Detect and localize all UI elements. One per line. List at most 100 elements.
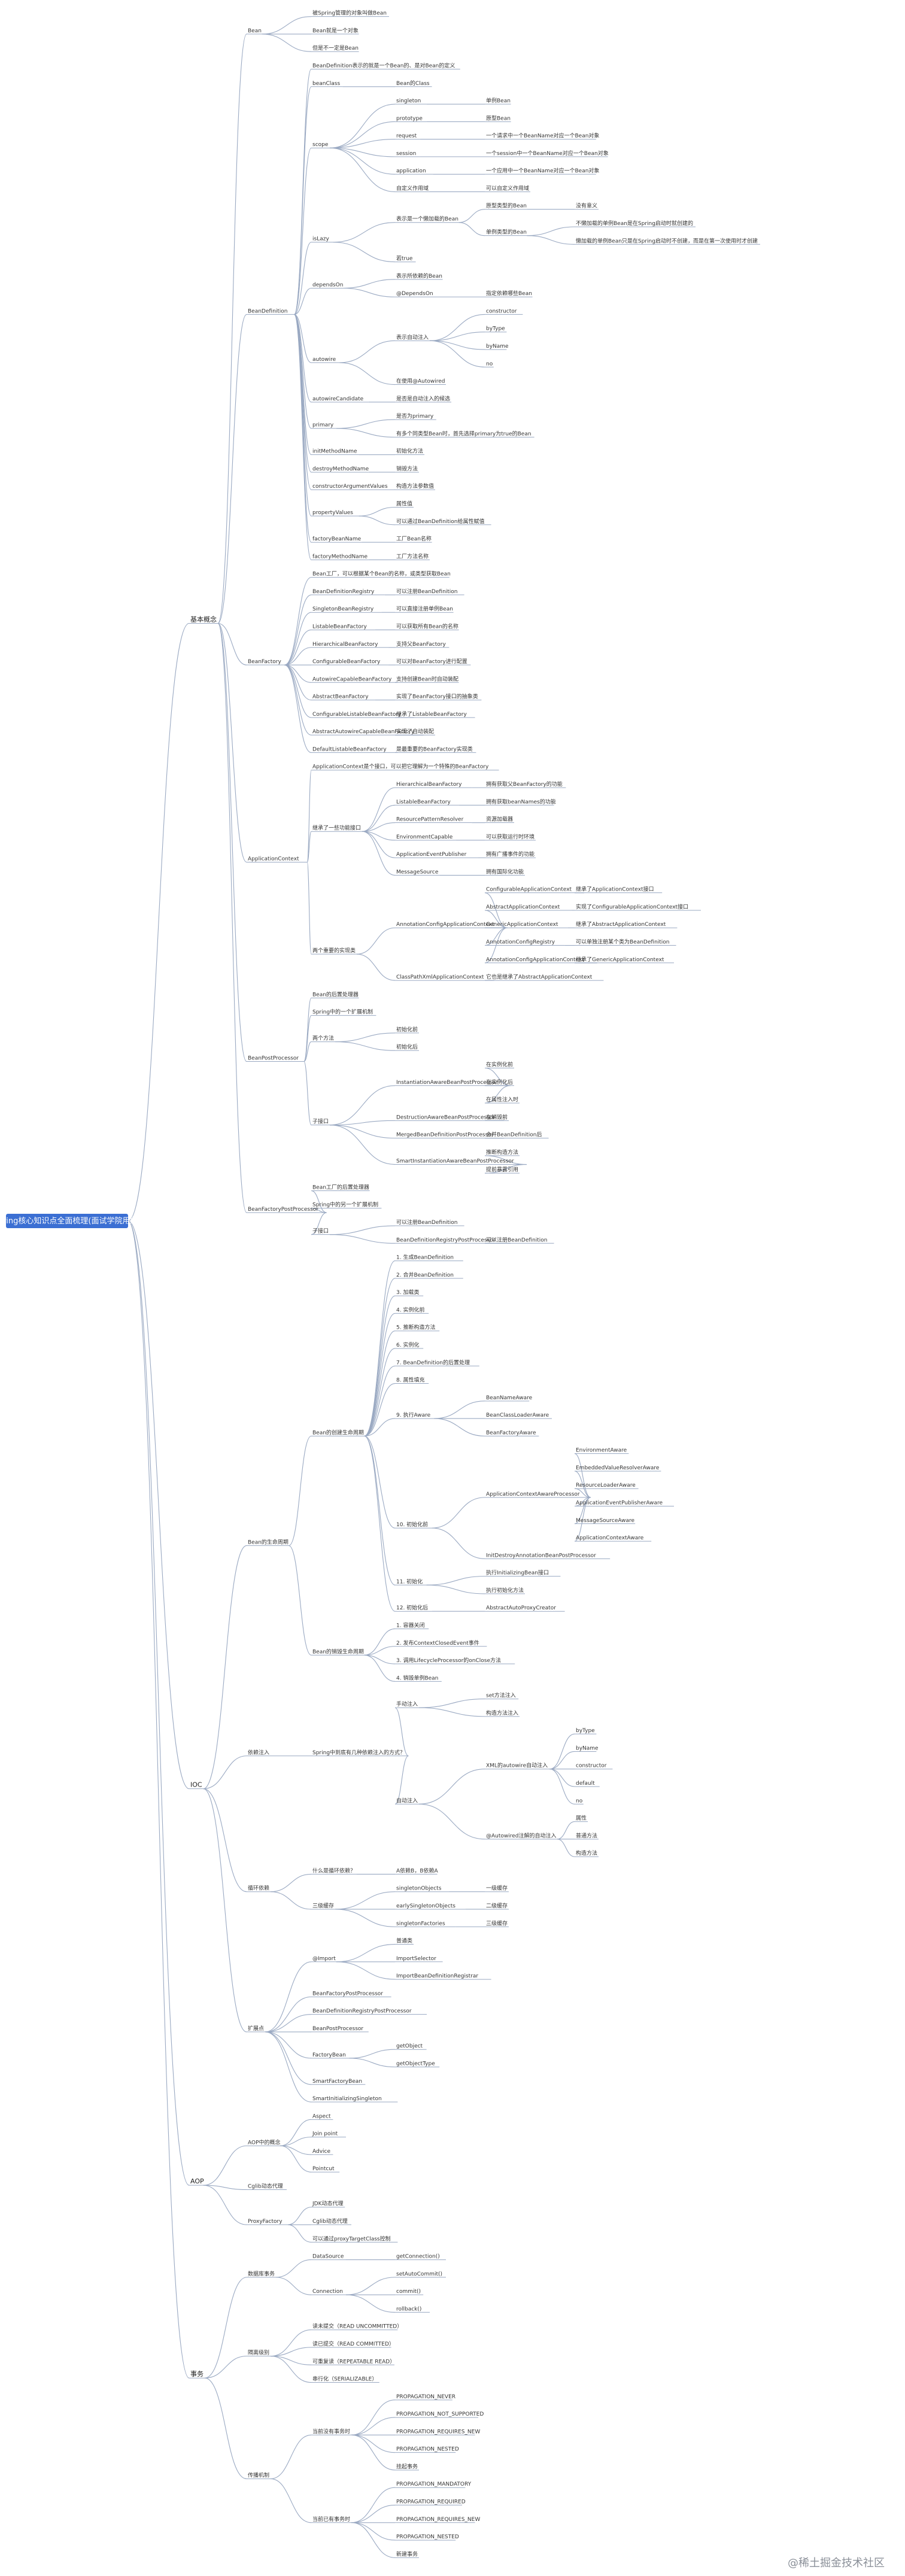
node-label[interactable]: 初始化前 [396,1026,418,1033]
node-label[interactable]: no [576,1798,583,1804]
node-label[interactable]: 两个重要的实现类 [312,947,356,954]
node-label[interactable]: setAutoCommit() [396,2271,442,2277]
node-label[interactable]: 拥有获取beanNames的功能 [486,798,556,805]
node-label[interactable]: 5. 推断构造方法 [396,1324,435,1331]
node-label[interactable]: session [396,151,416,157]
node-label[interactable]: 工厂Bean名称 [396,535,432,542]
node-label[interactable]: set方法注入 [486,1692,516,1699]
node-label[interactable]: 隔离级别 [248,2349,269,2356]
node-label[interactable]: getObject [396,2043,423,2049]
node-label[interactable]: 可以单独注册某个类为BeanDefinition [576,938,670,946]
node-label[interactable]: HierarchicalBeanFactory [396,782,462,788]
node-label[interactable]: 在销毁前 [486,1113,508,1120]
node-label[interactable]: Spring中的一个扩展机制 [312,1008,373,1016]
node-label[interactable]: BeanNameAware [486,1395,533,1401]
node-label[interactable]: ApplicationContext [248,856,299,862]
node-label[interactable]: Aspect [312,2113,331,2119]
node-label[interactable]: 传播机制 [248,2472,269,2479]
node-label[interactable]: 初始化方法 [396,448,423,455]
node-label[interactable]: 一个session中一个BeanName对应一个Bean对象 [486,150,609,157]
node-label[interactable]: byType [576,1728,595,1734]
node-label[interactable]: 推断构造方法 [486,1149,518,1156]
node-label[interactable]: AOP中的概念 [248,2138,281,2146]
node-label[interactable]: primary [312,423,334,429]
node-label[interactable]: 可以注册BeanDefinition [396,1219,458,1226]
node-label[interactable]: 有多个同类型Bean时，首先选择primary为true的Bean [396,430,532,437]
node-label[interactable]: ListableBeanFactory [312,624,367,630]
node-label[interactable]: 两个方法 [312,1035,334,1042]
node-label[interactable]: 可以通过proxyTargetClass控制 [312,2235,391,2242]
node-label[interactable]: 数据库事务 [248,2270,275,2277]
root-node[interactable]: Spring核心知识点全面梳理(面试学院用版) [0,1214,141,1228]
node-label[interactable]: 表示是一个懒加载的Bean [396,215,458,223]
node-label[interactable]: Bean的创建生命周期 [312,1429,364,1436]
node-label[interactable]: ListableBeanFactory [396,799,451,805]
node-label[interactable]: PROPAGATION_REQUIRED [396,2499,466,2505]
node-label[interactable]: getConnection() [396,2254,440,2260]
node-label[interactable]: Bean的Class [396,80,430,87]
node-label[interactable]: isLazy [312,236,329,242]
node-label[interactable]: 拥有广播事件的功能 [486,850,535,858]
node-label[interactable]: 表示自动注入 [396,333,429,341]
node-label[interactable]: 拥有获取父BeanFactory的功能 [486,780,563,788]
node-label[interactable]: byName [576,1745,599,1751]
node-label[interactable]: BeanFactoryPostProcessor [312,1991,383,1997]
node-label[interactable]: BeanDefinition表示的就是一个Bean的、是对Bean的定义 [312,62,455,69]
node-label[interactable]: propertyValues [312,510,353,516]
node-label[interactable]: 初始化后 [396,1043,418,1050]
node-label[interactable]: destroyMethodName [312,466,369,472]
node-label[interactable]: autowireCandidate [312,396,364,402]
node-label[interactable]: 在使用@Autowired [396,378,445,385]
node-label[interactable]: earlySingletonObjects [396,1903,455,1909]
node-label[interactable]: SingletonBeanRegistry [312,606,374,612]
node-label[interactable]: EnvironmentCapable [396,834,453,840]
node-label[interactable]: 没有意义 [576,202,597,209]
node-label[interactable]: 构造方法参数值 [396,482,434,490]
node-label[interactable]: 实现了ConfigurableApplicationContext接口 [576,903,688,910]
node-label[interactable]: 原型类型的Bean [486,202,527,209]
node-label[interactable]: 支持创建Bean时自动装配 [396,675,458,682]
node-label[interactable]: 在属性注入时 [486,1096,518,1103]
node-label[interactable]: ImportBeanDefinitionRegistrar [396,1973,478,1979]
node-label[interactable]: AbstractAutoProxyCreator [486,1605,556,1611]
node-label[interactable]: 扩展点 [248,2025,264,2032]
node-label[interactable]: 在实例化后 [486,1079,513,1086]
node-label[interactable]: 若true [396,255,413,262]
node-label[interactable]: 工厂方法名称 [396,552,429,560]
node-label[interactable]: request [396,133,417,139]
node-label[interactable]: 是最重要的BeanFactory实现类 [396,745,473,752]
node-label[interactable]: DefaultListableBeanFactory [312,746,387,752]
node-label[interactable]: BeanFactoryPostProcessor [248,1207,318,1213]
node-label[interactable]: PROPAGATION_MANDATORY [396,2481,472,2487]
node-label[interactable]: FactoryBean [312,2052,346,2058]
node-label[interactable]: 可以注册BeanDefinition [486,1236,548,1243]
node-label[interactable]: 可重复读（REPEATABLE READ） [312,2358,395,2365]
node-label[interactable]: autowire [312,357,336,363]
node-label[interactable]: 4. 实例化前 [396,1306,424,1313]
node-label[interactable]: getObjectType [396,2061,435,2067]
node-label[interactable]: 可以注册BeanDefinition [396,588,458,595]
branch-node-label[interactable]: IOC [190,1781,202,1789]
node-label[interactable]: JDK动态代理 [312,2200,344,2207]
node-label[interactable]: 单例Bean [486,97,511,104]
node-label[interactable]: 不懒加载的单例Bean是在Spring启动时就创建的 [576,220,693,227]
node-label[interactable]: factoryBeanName [312,536,362,542]
node-label[interactable]: 继承了GenericApplicationContext [576,956,664,963]
node-label[interactable]: 但是不一定是Bean [312,44,359,51]
node-label[interactable]: Bean [248,28,262,34]
node-label[interactable]: BeanDefinitionRegistry [312,589,375,595]
node-label[interactable]: 一个请求中一个BeanName对应一个Bean对象 [486,132,599,139]
node-label[interactable]: 继承了ListableBeanFactory [396,710,467,718]
node-label[interactable]: 一个应用中一个BeanName对应一个Bean对象 [486,167,599,174]
node-label[interactable]: Bean的生命周期 [248,1538,288,1545]
node-label[interactable]: beanClass [312,81,340,87]
node-label[interactable]: DataSource [312,2254,344,2260]
node-label[interactable]: 指定依赖哪些Bean [486,290,532,297]
node-label[interactable]: constructor [576,1763,607,1769]
node-label[interactable]: 原型Bean [486,115,511,121]
node-label[interactable]: 资源加载器 [486,816,513,823]
node-label[interactable]: AbstractAutowireCapableBeanFactory [312,729,415,735]
node-label[interactable]: 一级缓存 [486,1885,508,1892]
node-label[interactable]: 继承了AbstractApplicationContext [576,921,666,928]
node-label[interactable]: MergedBeanDefinitionPostProcessor [396,1132,494,1138]
